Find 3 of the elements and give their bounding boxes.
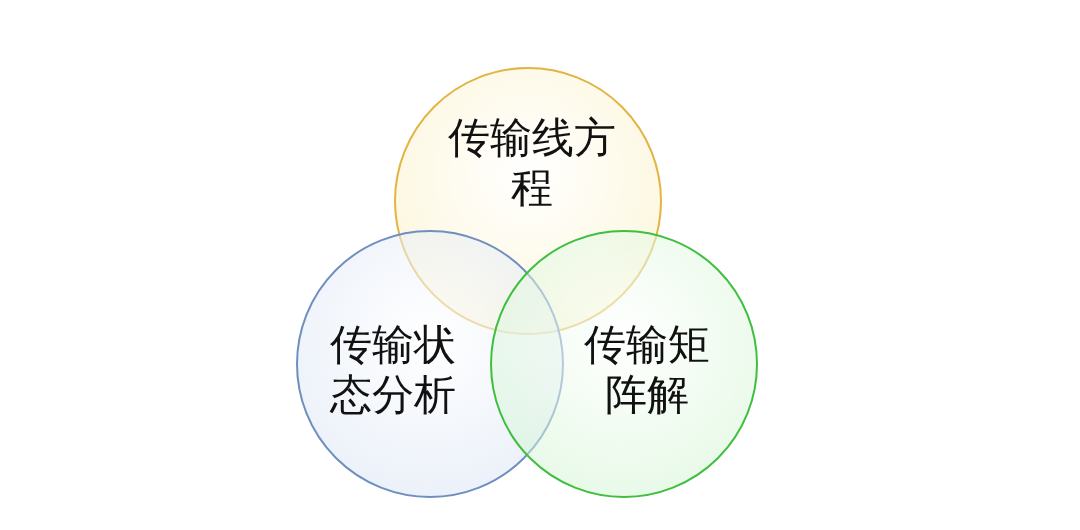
circle-label: 传输矩阵解 — [583, 320, 711, 420]
circle-label: 传输线方程 — [447, 113, 617, 213]
circle-label: 传输状态分析 — [329, 320, 457, 420]
